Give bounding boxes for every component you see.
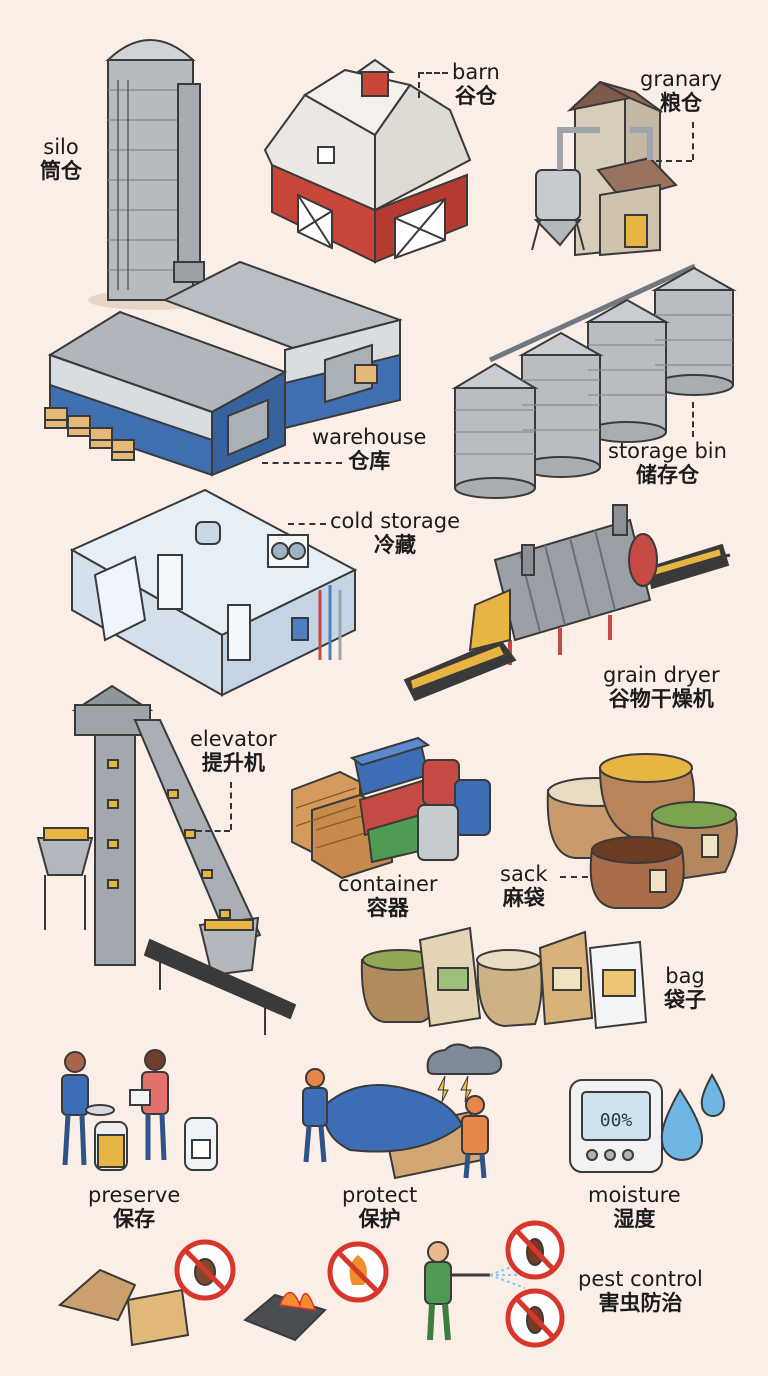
label-warehouse-zh: 仓库 <box>348 448 391 473</box>
warehouse-illustration <box>44 260 403 477</box>
granary-leader-line <box>656 160 692 162</box>
label-elevator-zh: 提升机 <box>201 750 265 775</box>
label-protect-zh: 保护 <box>358 1206 401 1231</box>
label-sack-en: sack <box>500 862 548 886</box>
label-protect-en: protect <box>342 1183 418 1207</box>
label-protect: protect 保护 <box>342 1183 418 1231</box>
label-pest-control: pest control 害虫防治 <box>578 1267 703 1315</box>
label-preserve-en: preserve <box>88 1183 181 1207</box>
preserve-illustration <box>61 1049 218 1171</box>
label-bag-zh: 袋子 <box>664 987 706 1012</box>
moisture-illustration <box>569 1072 726 1173</box>
label-container-zh: 容器 <box>366 895 409 920</box>
meter-display-readout: 00% <box>600 1110 633 1131</box>
label-sack-zh: 麻袋 <box>502 885 545 910</box>
granary-leader-line-vertical <box>692 122 694 160</box>
warehouse-leader-line <box>262 462 342 464</box>
label-container-en: container <box>338 872 438 896</box>
elevator-leader-line <box>230 782 232 830</box>
storage-bin-leader-line <box>692 402 694 437</box>
label-granary: granary 粮仓 <box>640 67 723 115</box>
elevator-leader-line-horizontal <box>196 830 230 832</box>
label-elevator-en: elevator <box>190 727 277 751</box>
label-moisture-en: moisture <box>588 1183 681 1207</box>
label-granary-zh: 粮仓 <box>660 90 703 115</box>
storage-bin-illustration <box>451 263 737 499</box>
label-storage-bin-zh: 储存仓 <box>635 462 699 487</box>
label-elevator: elevator 提升机 <box>190 727 277 775</box>
label-pest-control-zh: 害虫防治 <box>598 1290 683 1315</box>
elevator-illustration <box>36 684 297 1035</box>
container-illustration <box>291 736 491 880</box>
label-preserve: preserve 保存 <box>88 1183 181 1231</box>
label-storage-bin: storage bin 储存仓 <box>608 439 727 487</box>
label-pest-control-en: pest control <box>578 1267 703 1291</box>
cold-storage-illustration <box>69 488 358 697</box>
label-warehouse: warehouse 仓库 <box>312 425 427 473</box>
grain-dryer-illustration <box>403 504 731 702</box>
label-granary-en: granary <box>640 67 723 91</box>
label-barn-en: barn <box>452 60 500 84</box>
label-moisture-zh: 湿度 <box>613 1206 656 1231</box>
label-storage-bin-en: storage bin <box>608 439 727 463</box>
cold-storage-leader-line <box>288 523 326 525</box>
label-silo-zh: 筒仓 <box>40 158 82 183</box>
granary-illustration <box>531 80 678 257</box>
label-barn-zh: 谷仓 <box>454 83 497 108</box>
barn-leader-line-vertical <box>418 72 420 98</box>
sack-leader-line <box>560 876 588 878</box>
label-cold-storage-en: cold storage <box>330 509 461 533</box>
label-cold-storage: cold storage 冷藏 <box>330 509 461 557</box>
label-warehouse-en: warehouse <box>312 425 427 449</box>
barn-leader-line <box>418 72 448 74</box>
label-sack: sack 麻袋 <box>500 862 548 910</box>
bag-illustration <box>360 926 648 1030</box>
label-grain-dryer-zh: 谷物干燥机 <box>608 686 714 711</box>
label-bag-en: bag <box>665 964 705 988</box>
barn-illustration <box>263 58 472 264</box>
label-silo-en: silo <box>43 135 79 159</box>
label-container: container 容器 <box>338 872 438 920</box>
label-cold-storage-zh: 冷藏 <box>374 532 416 557</box>
silo-illustration <box>88 39 212 310</box>
label-grain-dryer-en: grain dryer <box>603 663 720 687</box>
label-moisture: moisture 湿度 <box>588 1183 681 1231</box>
protect-illustration <box>302 1043 503 1180</box>
label-grain-dryer: grain dryer 谷物干燥机 <box>603 663 720 711</box>
label-barn: barn 谷仓 <box>452 60 500 108</box>
pest-control-illustration <box>57 1220 565 1348</box>
label-preserve-zh: 保存 <box>113 1206 156 1231</box>
label-silo: silo 筒仓 <box>40 135 82 183</box>
sack-illustration <box>546 753 738 909</box>
label-bag: bag 袋子 <box>664 964 706 1012</box>
